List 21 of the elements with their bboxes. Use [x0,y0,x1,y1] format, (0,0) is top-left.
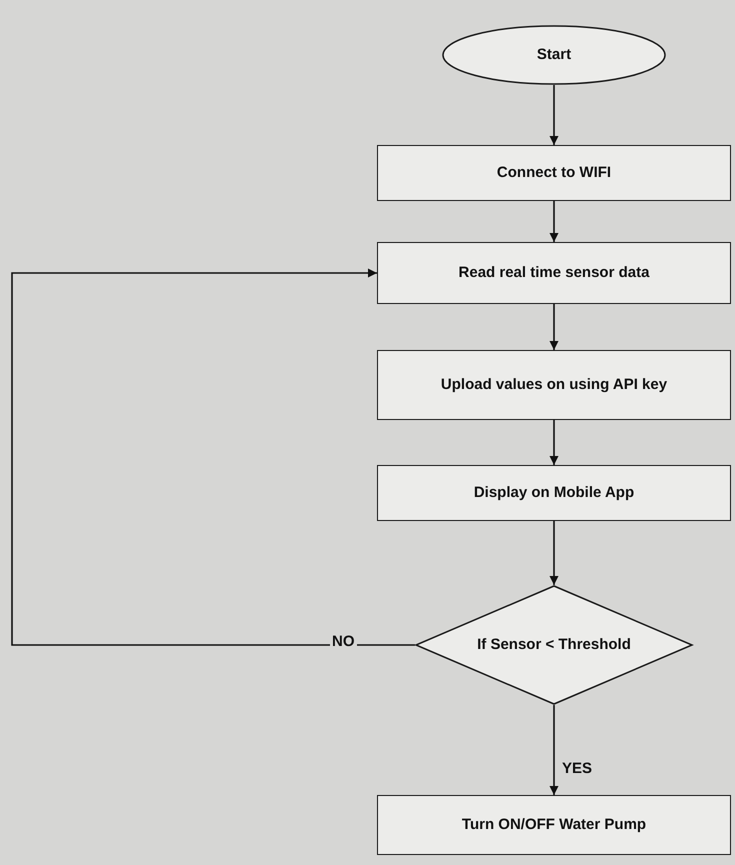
node-label: Display on Mobile App [474,482,634,503]
arrow [550,201,558,242]
node-label: Turn ON/OFF Water Pump [462,814,646,835]
node-label: Read real time sensor data [458,262,650,283]
process-box [377,795,731,855]
process-box [377,465,731,521]
arrow [550,521,558,585]
process-box [377,242,731,304]
arrow [550,85,558,145]
node-label: If Sensor < Threshold [477,634,631,655]
start-ellipse [442,25,666,85]
arrow [550,705,558,795]
arrow [550,304,558,350]
node-label: Connect to WIFI [496,162,612,183]
decision-diamond [415,585,693,705]
node-label: Upload values on using API key [440,374,668,395]
arrow [11,268,415,646]
process-box [377,145,731,201]
process-box [377,350,731,420]
arrow [550,420,558,465]
node-label: Start [536,44,572,65]
